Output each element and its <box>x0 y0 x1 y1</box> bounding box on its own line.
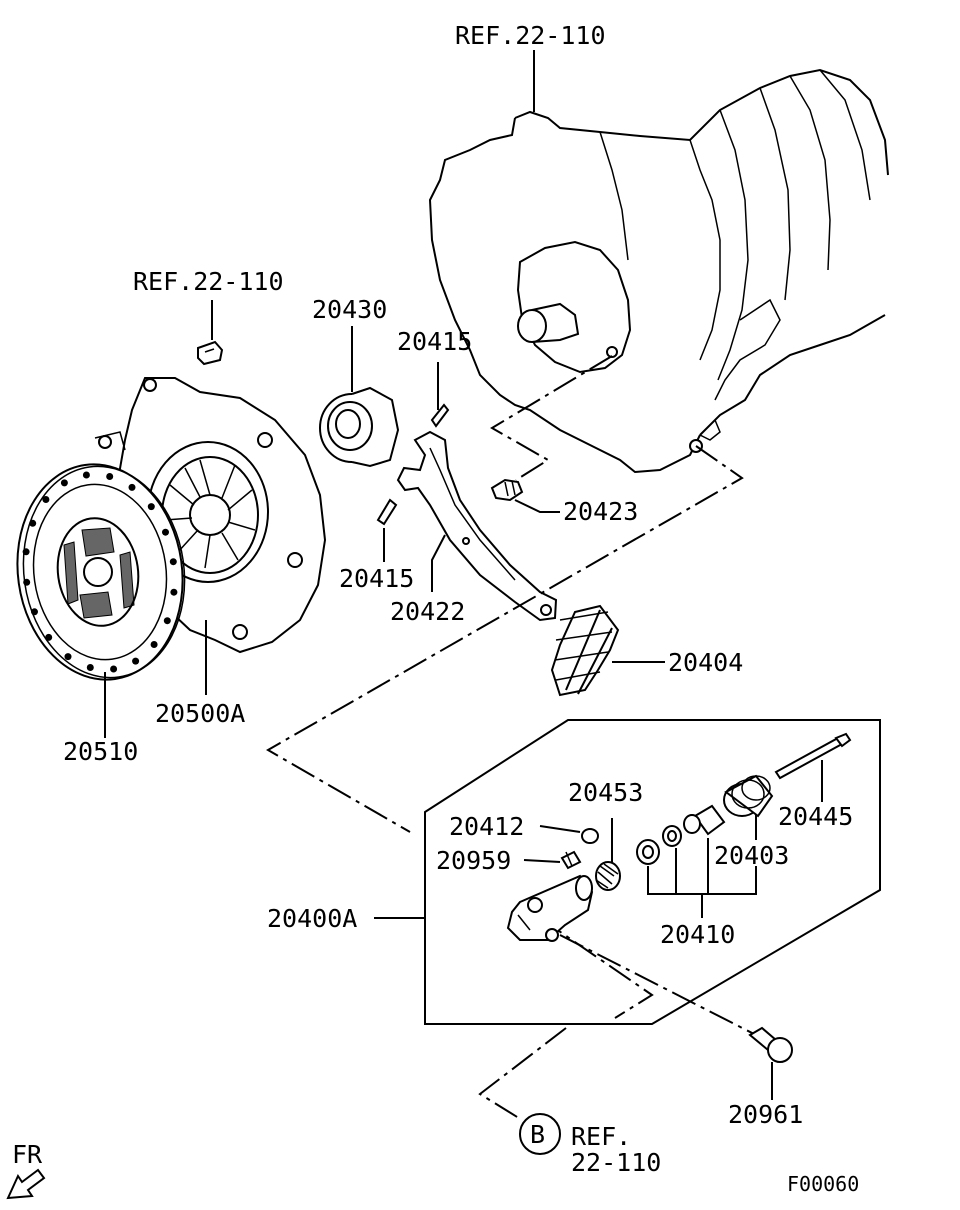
bottom-ref-label-line2: 22-110 <box>571 1148 661 1177</box>
disc-rivet-hole <box>29 519 37 527</box>
part-20453-label: 20453 <box>568 778 643 807</box>
part-20422-label: 20422 <box>390 597 465 626</box>
pilot-bolt-icon <box>197 340 224 366</box>
slave-cylinder-body-icon <box>506 874 594 942</box>
disc-rivet-hole <box>128 483 136 491</box>
clutch-disc-icon <box>16 463 186 681</box>
part-20423-label: 20423 <box>563 497 638 526</box>
part-20961-label: 20961 <box>728 1100 803 1129</box>
disc-rivet-hole <box>82 471 90 479</box>
disc-rivet-hole <box>64 653 72 661</box>
bolt-ref-label: REF.22-110 <box>133 267 284 296</box>
disc-rivet-hole <box>86 664 94 671</box>
disc-rivet-hole <box>106 473 114 480</box>
bleeder-cap-icon <box>581 828 599 844</box>
disc-rivet-hole <box>31 608 38 616</box>
ref-b-circle <box>519 1113 561 1155</box>
part-20403-label: 20403 <box>714 841 789 870</box>
disc-rivet-hole <box>110 665 118 673</box>
part-20415-bottom-label: 20415 <box>339 564 414 593</box>
part-20510-label: 20510 <box>63 737 138 766</box>
fork-boot-icon <box>550 604 620 697</box>
slave-boot-icon <box>723 774 774 818</box>
bleeder-screw-icon <box>560 850 582 870</box>
part-20430-label: 20430 <box>312 295 387 324</box>
disc-rivet-hole <box>60 479 68 487</box>
disc-rivet-hole <box>132 657 140 665</box>
part-20445-label: 20445 <box>778 802 853 831</box>
disc-rivet-hole <box>169 558 177 566</box>
front-arrow-icon <box>6 1168 46 1200</box>
part-20404-label: 20404 <box>668 648 743 677</box>
fulcrum-pivot-icon <box>490 478 524 502</box>
clip-top-icon <box>430 403 450 428</box>
disc-rivet-hole <box>150 641 158 648</box>
disc-rivet-hole <box>170 588 178 596</box>
clip-bottom-icon <box>376 498 398 526</box>
disc-rivet-hole <box>42 496 50 503</box>
release-fork-icon <box>396 430 558 622</box>
transmission-housing <box>428 68 889 474</box>
ref-b-letter: B <box>530 1120 545 1149</box>
figure-code: F00060 <box>787 1172 859 1196</box>
part-20959-label: 20959 <box>436 846 511 875</box>
piston-seal-kit-icon <box>636 804 726 865</box>
spring-icon <box>595 861 621 891</box>
part-20415-top-label: 20415 <box>397 327 472 356</box>
disc-rivet-hole <box>23 578 31 586</box>
disc-rivet-hole <box>163 617 171 625</box>
mounting-bolt-icon <box>748 1026 793 1063</box>
disc-rivet-hole <box>162 528 169 536</box>
part-20400A-label: 20400A <box>267 904 357 933</box>
reference-dash-lines <box>265 355 757 1121</box>
pushrod-icon <box>774 732 852 780</box>
disc-rivet-hole <box>147 503 155 511</box>
release-bearing-icon <box>319 386 400 468</box>
bottom-ref-label-line1: REF. <box>571 1122 631 1151</box>
front-direction-label: FR <box>12 1140 43 1169</box>
part-20412-label: 20412 <box>449 812 524 841</box>
disc-rivet-hole <box>45 633 53 641</box>
slave-cylinder-kit-box <box>424 719 881 1025</box>
transmission-ref-label: REF.22-110 <box>455 21 606 50</box>
disc-rivet-hole <box>22 548 30 556</box>
part-20500A-label: 20500A <box>155 699 245 728</box>
part-20410-label: 20410 <box>660 920 735 949</box>
